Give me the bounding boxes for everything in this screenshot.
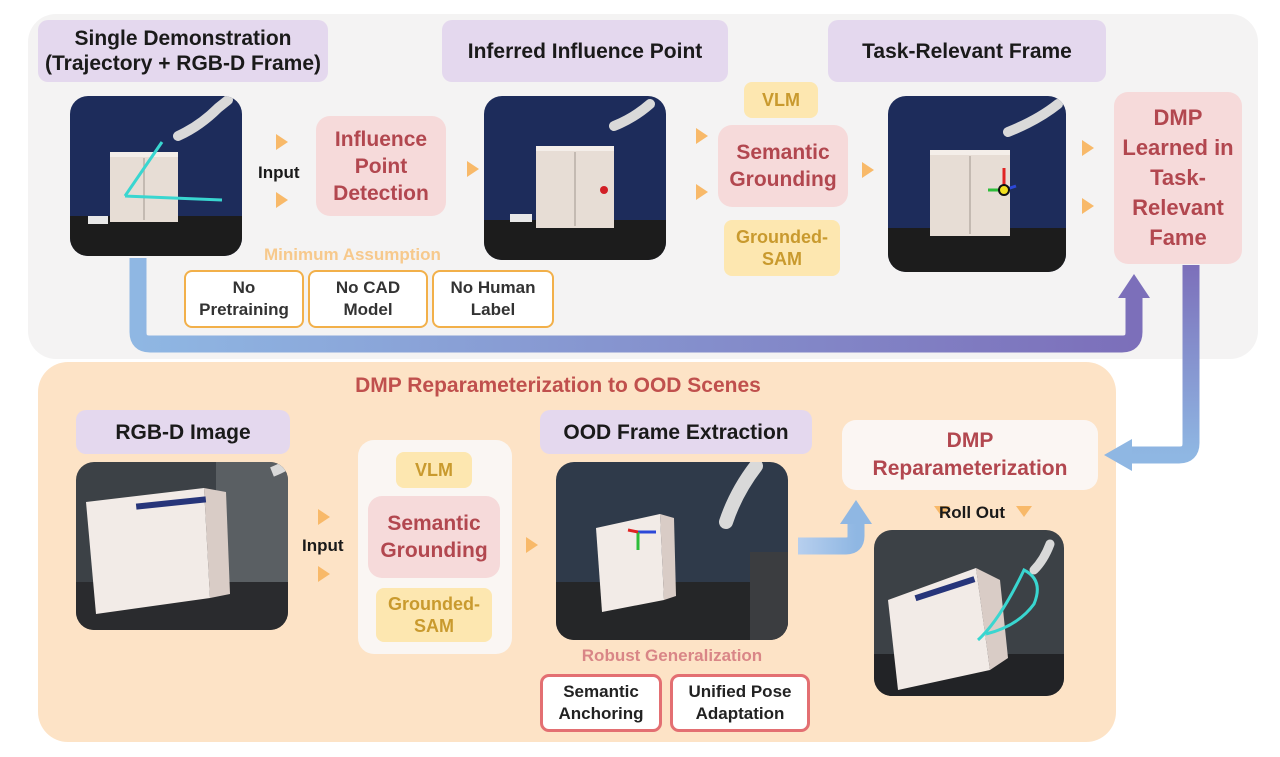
inferred-influence-title: Inferred Influence Point: [442, 20, 728, 82]
rollout-photo: [874, 530, 1064, 696]
grounding-to-frame-arrow: [862, 162, 874, 178]
ood-frame-title: OOD Frame Extraction: [540, 410, 812, 454]
vlm-badge-bottom: VLM: [396, 452, 472, 488]
dmp-learned-box: DMP Learned in Task- Relevant Fame: [1114, 92, 1242, 264]
roll-out-label: Roll Out: [938, 503, 1006, 522]
no-human-label-badge: No Human Label: [432, 270, 554, 328]
no-cad-model-badge: No CAD Model: [308, 270, 428, 328]
semantic-grounding-box-top: Semantic Grounding: [718, 125, 848, 207]
detection-to-photo-arrow: [467, 161, 479, 177]
frame-to-dmp-arrow-2: [1082, 198, 1094, 214]
task-relevant-frame-title: Task-Relevant Frame: [828, 20, 1106, 82]
no-pretraining-badge: No Pretraining: [184, 270, 304, 328]
roll-out-arrow-left: [934, 506, 950, 517]
frame-to-dmp-arrow-1: [1082, 140, 1094, 156]
input-label-bottom: Input: [302, 536, 344, 555]
input-label-top: Input: [258, 163, 300, 182]
single-demo-title: Single Demonstration (Trajectory + RGB-D…: [38, 20, 328, 82]
dmp-reparameterization-box: DMP Reparameterization: [842, 420, 1098, 490]
demo-to-dmp-arrowhead: [1118, 274, 1150, 298]
semantic-in-arrow-2: [696, 184, 708, 200]
bottom-input-arrow-2: [318, 566, 330, 582]
ood-section-title: DMP Reparameterization to OOD Scenes: [355, 374, 761, 397]
semantic-grounding-box-bottom: Semantic Grounding: [368, 496, 500, 578]
rgbd-photo: [76, 462, 288, 630]
task-frame-photo: [888, 96, 1066, 272]
input-arrow-1: [276, 134, 288, 150]
influence-point-detection-box: Influence Point Detection: [316, 116, 446, 216]
semantic-in-arrow-1: [696, 128, 708, 144]
rgbd-image-title: RGB-D Image: [76, 410, 290, 454]
ood-frame-photo: [556, 462, 788, 640]
grounded-sam-badge-top: Grounded- SAM: [724, 220, 840, 276]
semantic-anchoring-badge: Semantic Anchoring: [540, 674, 662, 732]
demo-photo: [70, 96, 242, 256]
roll-out-arrow-right: [1016, 506, 1032, 517]
grounded-sam-badge-bottom: Grounded- SAM: [376, 588, 492, 642]
grounding-to-ood-arrow: [526, 537, 538, 553]
dmp-to-reparam-arrow: [1130, 265, 1200, 464]
vlm-badge-top: VLM: [744, 82, 818, 118]
demo-to-dmp-arrow: [129, 258, 1143, 353]
minimum-assumption-label: Minimum Assumption: [264, 245, 441, 264]
input-arrow-2: [276, 192, 288, 208]
robust-generalization-label: Robust Generalization: [581, 646, 763, 665]
dmp-to-reparam-arrowhead: [1104, 439, 1132, 471]
ood-to-reparam-arrow: [798, 522, 865, 555]
unified-pose-adaptation-badge: Unified Pose Adaptation: [670, 674, 810, 732]
ood-to-reparam-arrowhead: [840, 500, 872, 524]
bottom-input-arrow-1: [318, 509, 330, 525]
influence-point-photo: [484, 96, 666, 260]
